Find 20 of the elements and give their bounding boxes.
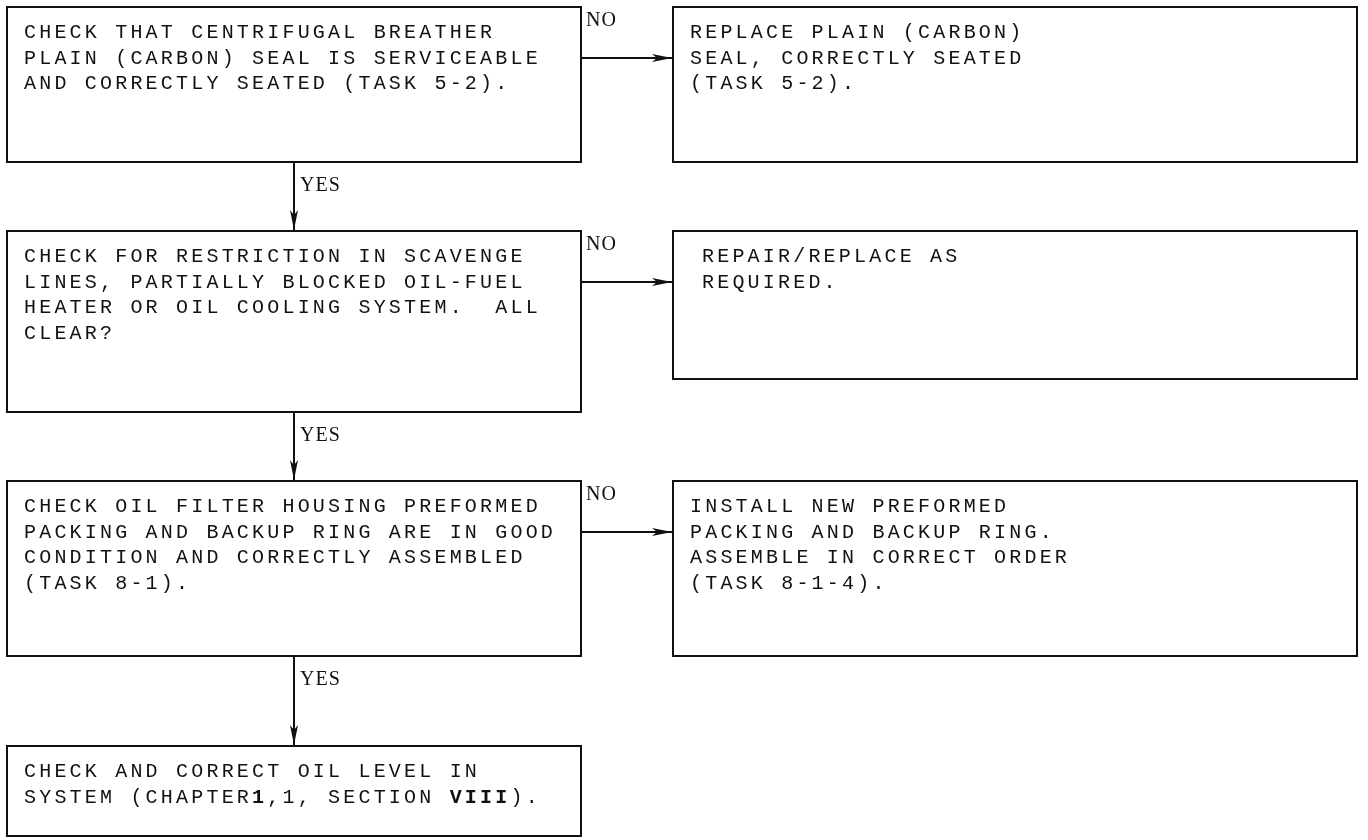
arrow [581, 528, 673, 536]
arrow [290, 412, 298, 481]
arrow [581, 278, 673, 286]
arrow [290, 162, 298, 231]
process-box [6, 480, 582, 657]
process-box [672, 6, 1358, 163]
step-text: INSTALL NEW PREFORMED PACKING AND BACKUP RING. ASSEMBLE IN CORRECT ORDER (TASK 8-1-4). [690, 494, 1072, 597]
arrow [290, 656, 298, 746]
step-text: CHECK THAT CENTRIFUGAL BREATHER PLAIN (CARBON) SEAL IS SERVICEABLE AND CORRECTLY SEATED (TASK 5-2). [24, 20, 542, 97]
step-text: CHECK AND CORRECT OIL LEVEL IN SYSTEM (CHAPTER1,1, SECTION VIII). [24, 759, 542, 811]
process-box [6, 6, 582, 163]
step-text: REPLACE PLAIN (CARBON) SEAL, CORRECTLY SEATED (TASK 5-2). [690, 20, 1026, 97]
step-text: CHECK FOR RESTRICTION IN SCAVENGE LINES, PARTIALLY BLOCKED OIL-FUEL HEATER OR OIL COOLING SYSTEM. ALL CLEAR? [24, 244, 542, 347]
process-box [672, 230, 1358, 380]
process-box [672, 480, 1358, 657]
step-text: CHECK OIL FILTER HOUSING PREFORMED PACKING AND BACKUP RING ARE IN GOOD CONDITION AND CORRECTLY ASSEMBLED (TASK 8-1). [24, 494, 558, 597]
process-box [6, 745, 582, 837]
process-box [6, 230, 582, 413]
step-text: REPAIR/REPLACE AS REQUIRED. [702, 244, 962, 296]
arrow [581, 54, 673, 62]
